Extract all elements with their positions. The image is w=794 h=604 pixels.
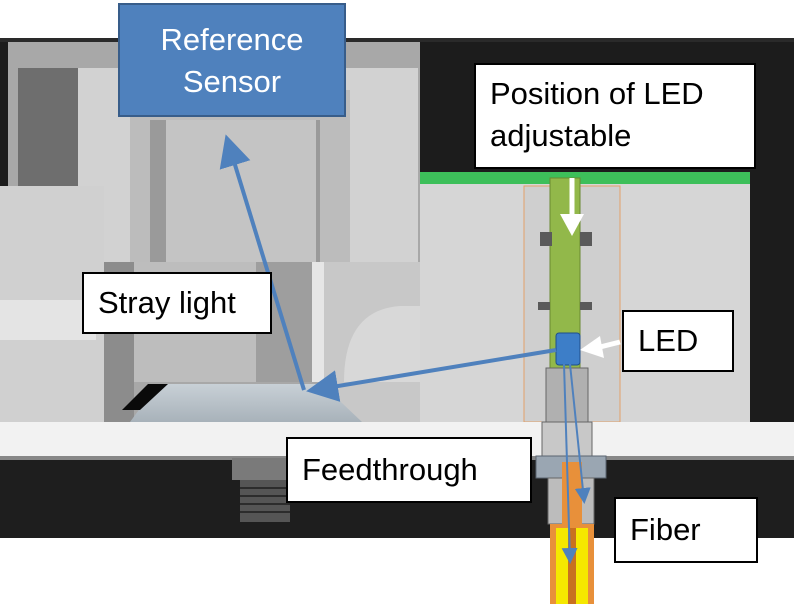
ray-cone-to-sensor (219, 134, 306, 391)
led-screw-top-r (580, 232, 592, 246)
led-screw-mid (538, 302, 550, 310)
ray-led-to-fiber-a (561, 363, 578, 564)
led-position-line2: adjustable (490, 118, 632, 153)
center-tube-light (312, 262, 324, 382)
fiber-core-orange (562, 462, 582, 524)
fiber-yellow-left (556, 528, 568, 604)
led-position-line1: Position of LED (490, 76, 704, 111)
left-bore (0, 300, 96, 340)
reference-sensor-label: Reference Sensor (118, 3, 346, 117)
ray-led-to-cone (306, 348, 557, 402)
led-label: LED (622, 310, 734, 372)
fiber-center (568, 528, 576, 604)
reference-sensor-line2: Sensor (182, 64, 282, 99)
right-edge (750, 172, 794, 422)
left-nut-thread-lines (240, 487, 290, 513)
white-arrow-left (580, 336, 621, 358)
left-column-dark (18, 68, 78, 188)
left-nut-thread (240, 480, 290, 522)
led-position-label: Position of LED adjustable (474, 63, 756, 169)
reference-sensor-line1: Reference (160, 22, 304, 57)
led-screw-top (540, 232, 552, 246)
led-screw-mid-r (580, 302, 592, 310)
pcb-strip (420, 172, 750, 184)
feedthrough-label: Feedthrough (286, 437, 532, 503)
white-arrow-down (560, 178, 584, 236)
fiber-yellow-right (576, 528, 588, 604)
cone-shadow (122, 384, 168, 410)
led-chip (555, 332, 581, 366)
fiber-label: Fiber (614, 497, 758, 563)
ray-led-to-fiber-b (569, 363, 591, 504)
cone-diffuser (130, 384, 362, 422)
stray-light-label: Stray light (82, 272, 272, 334)
coupler-body (545, 367, 589, 423)
left-nut (232, 458, 290, 480)
housing-top-strip (0, 38, 794, 42)
